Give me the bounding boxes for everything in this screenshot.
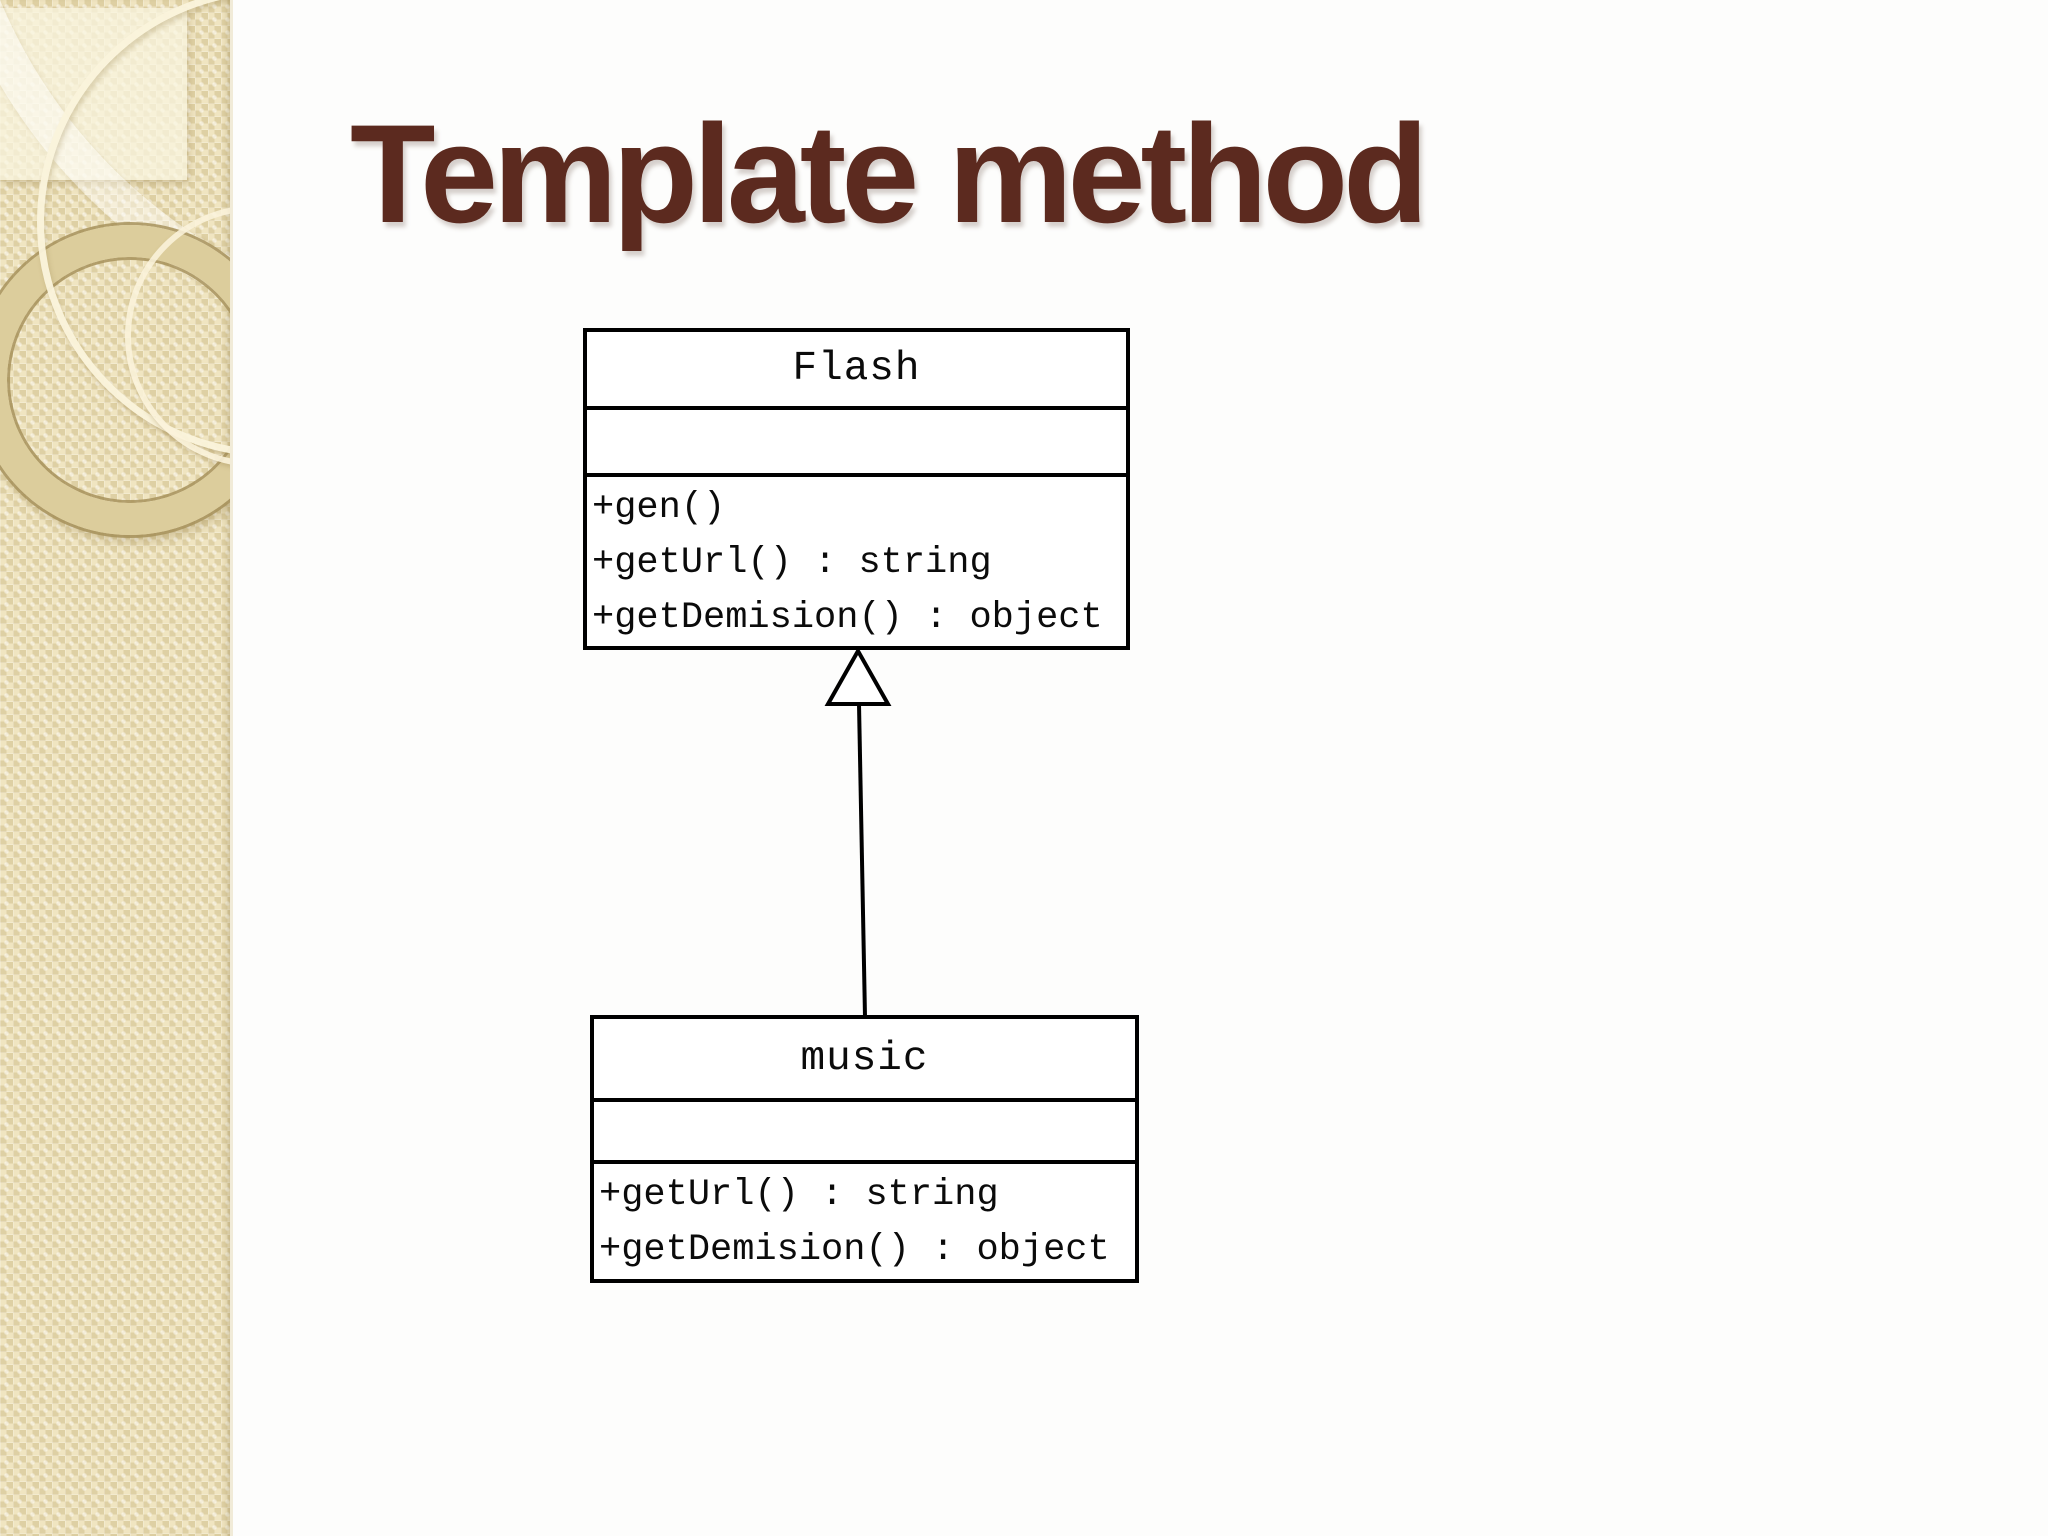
class-attributes-empty bbox=[587, 405, 1126, 473]
uml-class-music: music +getUrl() : string +getDemision() :… bbox=[590, 1015, 1139, 1283]
class-methods: +getUrl() : string +getDemision() : objec… bbox=[594, 1160, 1135, 1279]
hollow-triangle-arrowhead bbox=[824, 649, 892, 706]
method-text: +gen() bbox=[592, 487, 726, 529]
class-name: Flash bbox=[792, 345, 921, 392]
method-text: +getUrl() : string bbox=[599, 1174, 999, 1216]
method-text: +getDemision() : object bbox=[599, 1229, 1110, 1271]
method-text: +getDemision() : object bbox=[592, 597, 1103, 639]
sidebar-texture bbox=[0, 0, 233, 1536]
slide-title: Template method bbox=[350, 95, 1429, 252]
inheritance-line bbox=[857, 703, 867, 1017]
uml-class-flash: Flash +gen() +getUrl() : string +getDemisi… bbox=[583, 328, 1130, 650]
class-name: music bbox=[800, 1035, 929, 1082]
class-methods: +gen() +getUrl() : string +getDemision() :… bbox=[587, 473, 1126, 646]
generalization-arrow bbox=[824, 649, 892, 1017]
method-text: +getUrl() : string bbox=[592, 542, 992, 584]
class-attributes-empty bbox=[594, 1098, 1135, 1160]
